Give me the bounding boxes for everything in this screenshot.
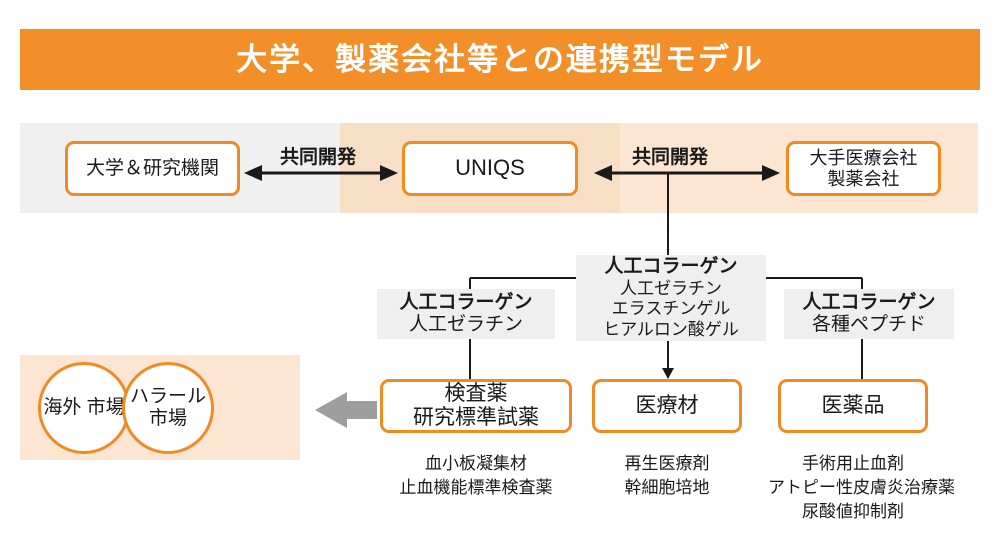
material-center-head: 人工コラーゲン xyxy=(604,256,738,278)
box-reagent-title-line1: 検査薬 xyxy=(444,382,508,406)
circle-halal-market[interactable]: ハラール 市場 xyxy=(122,362,214,454)
material-center-line-2: エラスチンゲル xyxy=(611,299,731,319)
box-medicine-title: 医薬品 xyxy=(821,394,885,418)
circle-overseas-market[interactable]: 海外 市場 xyxy=(38,362,130,454)
material-right-head: 人工コラーゲン xyxy=(802,292,936,314)
sublabel-material-item-1: 再生医療剤 xyxy=(624,454,710,473)
sublabel-reagent-item-1: 血小板凝集材 xyxy=(425,454,527,473)
label-joint-development-right: 共同開発 xyxy=(631,147,708,168)
material-center-line-3: ヒアルロン酸ゲル xyxy=(603,319,739,339)
sublabel-medicine-item-2: アトピー性皮膚炎治療薬 xyxy=(768,478,955,498)
label-joint-development-left: 共同開発 xyxy=(279,147,356,168)
sublabel-medicine-item-3: 尿酸値抑制剤 xyxy=(802,502,904,522)
box-university-research[interactable]: 大学＆研究機関 xyxy=(65,141,240,196)
title-bar: 大学、製薬会社等との連携型モデル xyxy=(20,29,980,90)
material-left-head: 人工コラーゲン xyxy=(399,292,533,314)
material-box-right: 人工コラーゲン 各種ペプチド xyxy=(784,289,954,339)
circle-overseas-line1: 海外 xyxy=(43,397,82,419)
box-product-reagent[interactable]: 検査薬 研究標準試薬 xyxy=(380,379,572,433)
sublabel-material-item-2: 幹細胞培地 xyxy=(624,478,710,498)
material-left-line-1: 人工ゼラチン xyxy=(408,314,523,335)
box-reagent-title-line2: 研究標準試薬 xyxy=(413,406,539,429)
material-box-center: 人工コラーゲン 人工ゼラチン エラスチンゲル ヒアルロン酸ゲル xyxy=(576,255,766,341)
box-uniqs[interactable]: UNIQS xyxy=(402,141,578,196)
circle-overseas-line2: 市場 xyxy=(86,397,125,419)
box-product-medical-material[interactable]: 医療材 xyxy=(592,379,742,433)
sublabel-reagent: 血小板凝集材 止血機能標準検査薬 xyxy=(380,452,572,500)
box-university-label: 大学＆研究機関 xyxy=(85,157,219,179)
material-box-left: 人工コラーゲン 人工ゼラチン xyxy=(377,289,555,339)
circle-halal-line2: 市場 xyxy=(148,408,187,429)
circle-halal-line1: ハラール xyxy=(129,386,206,408)
sublabel-medicine-item-1: 手術用止血剤 xyxy=(802,454,904,473)
sublabel-medical-material: 再生医療剤 幹細胞培地 xyxy=(592,452,742,500)
box-uniqs-label: UNIQS xyxy=(455,155,525,181)
sublabel-reagent-item-2: 止血機能標準検査薬 xyxy=(399,478,553,498)
box-pharma-label-line1: 大手医療会社 xyxy=(809,148,918,169)
page-title: 大学、製薬会社等との連携型モデル xyxy=(236,42,764,77)
box-material-title: 医療材 xyxy=(635,394,699,418)
sublabel-medicine: 手術用止血剤 アトピー性皮膚炎治療薬 尿酸値抑制剤 xyxy=(768,452,955,524)
box-pharma-label-line2: 製薬会社 xyxy=(827,168,900,189)
material-center-line-1: 人工ゼラチン xyxy=(620,278,722,298)
box-pharma-medical-company[interactable]: 大手医療会社 製薬会社 xyxy=(786,141,941,196)
box-product-medicine[interactable]: 医薬品 xyxy=(778,379,928,433)
material-right-line-1: 各種ペプチド xyxy=(811,314,926,335)
